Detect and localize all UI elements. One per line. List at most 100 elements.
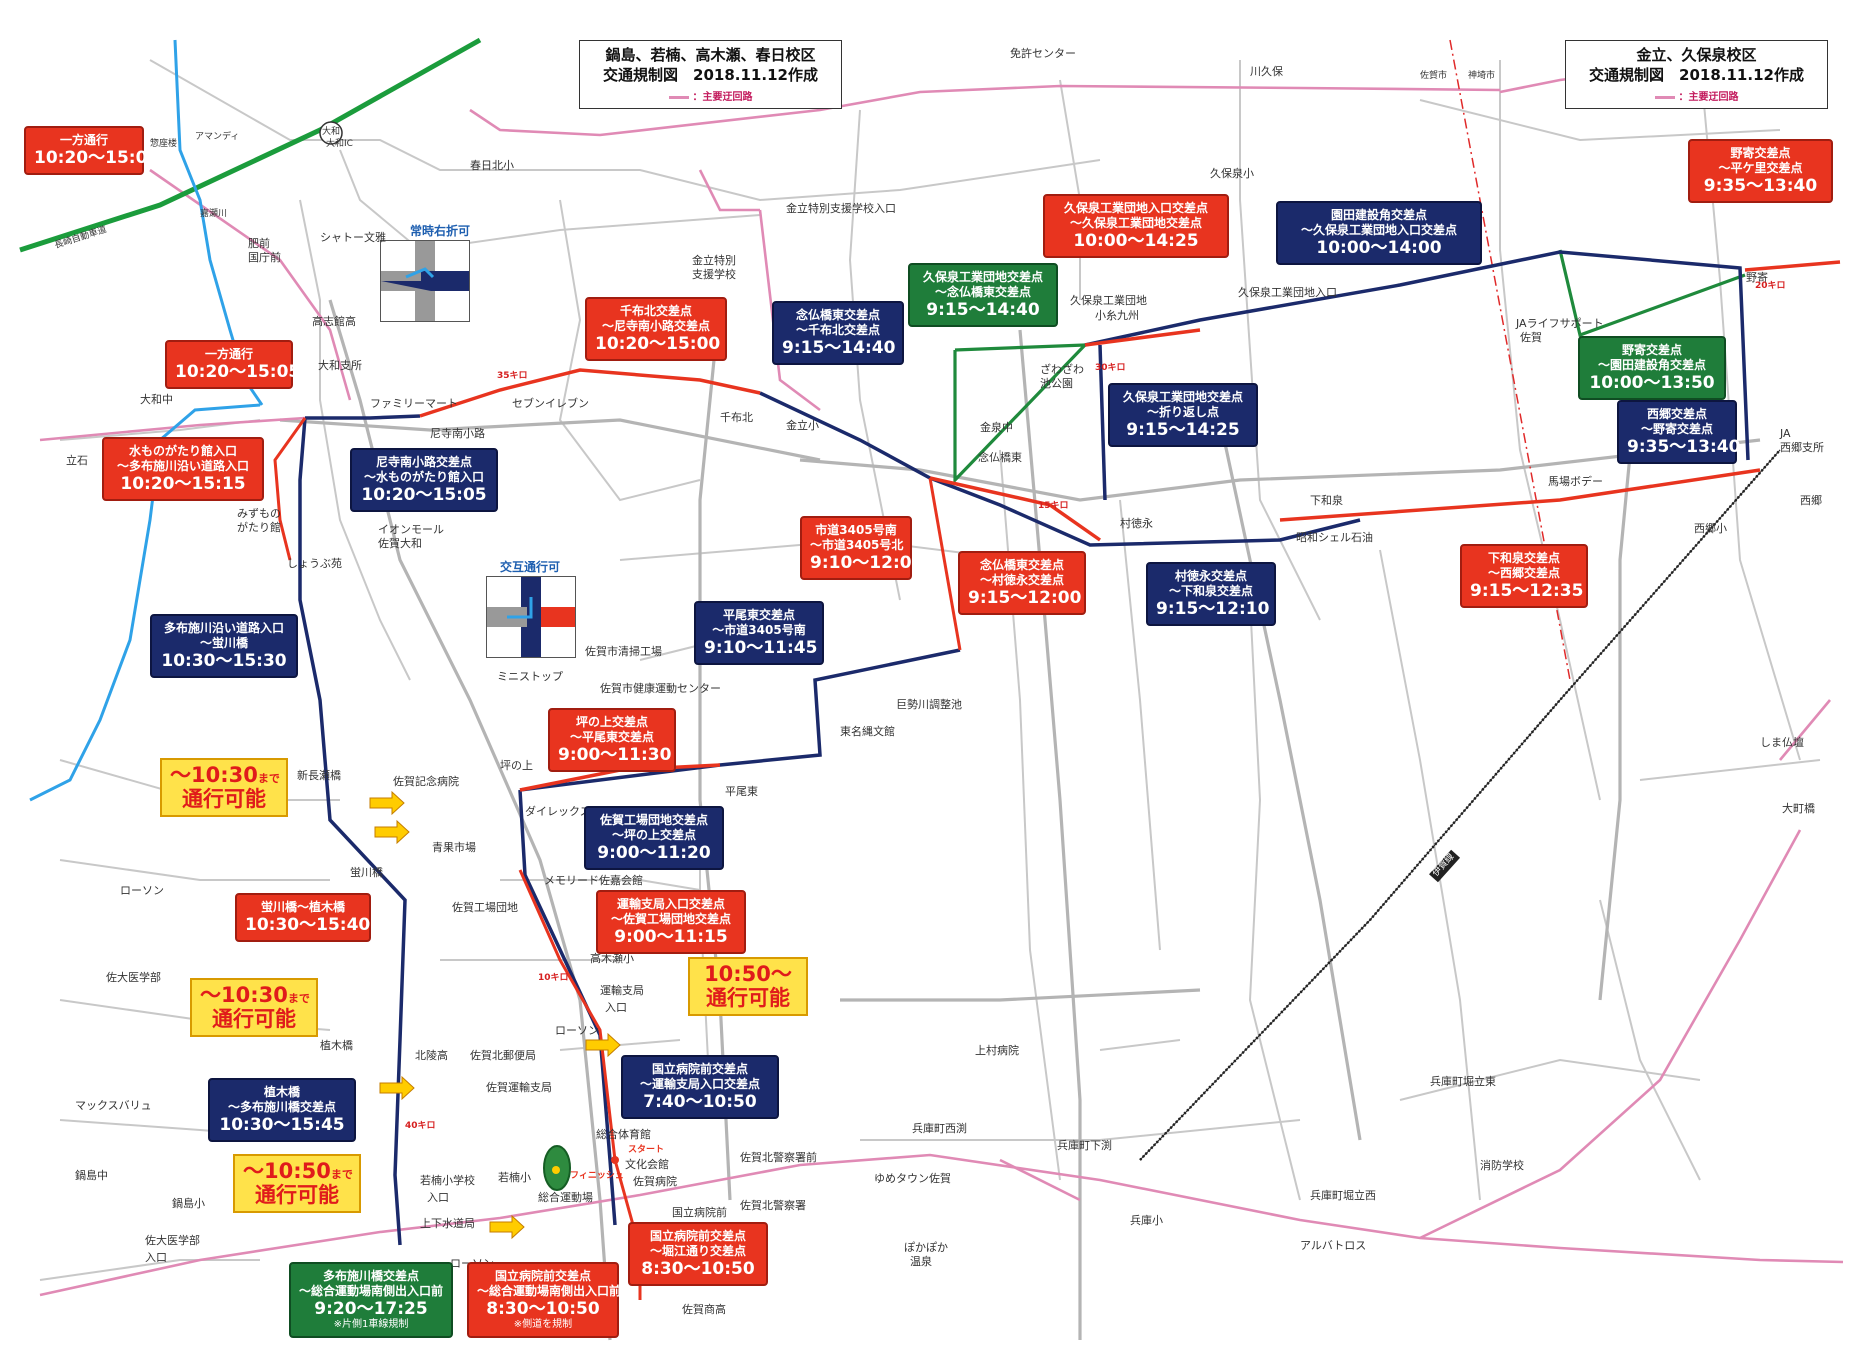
label-shaki: シャトー文雅 (320, 231, 386, 244)
closure-markers (369, 790, 621, 1240)
label-kase: 嘉瀬川 (200, 209, 228, 219)
callout-kubo-iriguchi: 久保泉工業団地入口交差点 ～久保泉工業団地交差点 10:00～14:25 (1043, 194, 1229, 259)
callout-muratokunaga-time: 9:15～12:10 (1156, 599, 1270, 619)
label-hizen: 肥前 (248, 237, 270, 250)
label-shin-nagase: 新長瀬橋 (297, 769, 341, 782)
callout-muratokunaga-line1: 村徳永交差点 (1174, 569, 1247, 583)
km-40: 40キロ (405, 1121, 436, 1131)
course-navy-amadera (305, 414, 421, 420)
callout-ippou-1: 一方通行 10:20～15:05 (24, 126, 159, 176)
label-tomei: 東名縄文館 (840, 725, 895, 738)
callout-hirao-time: 9:10～11:45 (704, 638, 818, 658)
label-ja-life: JAライフサポート (1516, 317, 1604, 330)
callout-tafuse-hotaru-line1: 多布施川沿い道路入口 (163, 621, 284, 635)
label-takagise: 高木瀬小 (590, 952, 634, 965)
callout-tafuse-sogo: 多布施川橋交差点 ～総合運動場南側出入口前 9:20～17:25 ※片側1車線規… (289, 1262, 453, 1339)
label-jousui: 上下水道局 (420, 1217, 475, 1230)
label-koshi: 高志館高 (312, 315, 356, 328)
start-point (611, 1156, 619, 1164)
label-saigo-sho: 西郷小 (1694, 522, 1727, 535)
callout-senfukita-time: 10:20～15:00 (595, 334, 721, 354)
callout-kokuritsu-sogo: 国立病院前交差点 ～総合運動場南側出入口前 8:30～10:50 ※側道を規制 (467, 1262, 621, 1339)
course-red-senfu (419, 368, 761, 418)
legend-right-title: 金立、久保泉校区 (1636, 46, 1757, 64)
open-box-1: ～10:30まで 通行可能 (160, 758, 288, 818)
callout-kubo-iriguchi-line2: ～久保泉工業団地交差点 (1069, 216, 1202, 230)
label-kasuga-kita: 春日北小 (470, 159, 514, 172)
expressway (19, 37, 482, 253)
open-box-1-text: 通行可能 (182, 787, 266, 812)
label-aeon: イオンモール (378, 523, 444, 536)
label-iriguchi: 入口 (605, 1001, 627, 1014)
callout-kokuritsu-sogo-time: 8:30～10:50 (486, 1299, 600, 1319)
label-hyogo-nishi: 兵庫町西渕 (912, 1122, 967, 1135)
callout-hotaru-uegi-time: 10:30～15:40 (245, 915, 371, 935)
callout-ippou-2-line: 一方通行 (204, 347, 253, 361)
callout-tafuse-sogo-line2: ～総合運動場南側出入口前 (299, 1284, 444, 1298)
label-kamimura: 上村病院 (975, 1044, 1019, 1057)
callout-shido3405-time: 9:10～12:00 (810, 553, 924, 573)
label-saga-seiso: 佐賀市清掃工場 (585, 645, 662, 658)
label-saga-shi: 佐賀市 (1420, 71, 1448, 81)
label-saga-ja: 佐賀 (1520, 331, 1542, 344)
callout-hotaru-uegi-line1: 蛍川橋～植木橋 (260, 900, 345, 914)
label-direx: ダイレックス (525, 805, 591, 818)
course-red-3405 (928, 477, 962, 651)
callout-sonoda: 園田建設角交差点 ～久保泉工業団地入口交差点 10:00～14:00 (1276, 201, 1482, 266)
callout-senfukita: 千布北交差点 ～尼寺南小路交差点 10:20～15:00 (585, 297, 727, 362)
callout-amadera-line1: 尼寺南小路交差点 (375, 455, 472, 469)
label-saga-byoin: 佐賀病院 (633, 1175, 677, 1188)
label-pokapoka: ぽかぽか (904, 1241, 948, 1254)
label-yamato-chu: 大和中 (140, 393, 173, 406)
label-nabeshima-sho: 鍋島小 (172, 1197, 205, 1210)
callout-ippou-1-line: 一方通行 (59, 133, 108, 147)
callout-senfukita-line2: ～尼寺南小路交差点 (601, 319, 710, 333)
label-unyu: 運輸支局 (600, 984, 644, 997)
callout-shimowaizumi-line1: 下和泉交差点 (1487, 551, 1560, 565)
callout-kubo-dan-nembutsu: 久保泉工業団地交差点 ～念仏橋東交差点 9:15～14:40 (908, 263, 1058, 328)
course-green-c (1558, 249, 1746, 338)
label-hyogo-sho: 兵庫小 (1130, 1214, 1163, 1227)
label-kubo-dan: 久保泉工業団地 (1070, 294, 1147, 307)
callout-shimowaizumi: 下和泉交差点 ～西郷交差点 9:15～12:35 (1460, 544, 1588, 609)
callout-hirao-line1: 平尾東交差点 (722, 608, 795, 622)
label-start: スタート (628, 1145, 665, 1155)
inset-mid (486, 576, 576, 658)
callout-shimowaizumi-time: 9:15～12:35 (1470, 581, 1584, 601)
callout-muratokunaga-line2: ～下和泉交差点 (1168, 584, 1253, 598)
label-senfu-kita: 千布北 (720, 411, 753, 424)
km-10: 10キロ (538, 973, 569, 983)
callout-nogose-time: 9:35～13:40 (1703, 176, 1818, 196)
inset-top-title: 常時右折可 (410, 224, 471, 238)
legend-left: 鍋島、若楠、高木瀬、春日校区 交通規制図 2018.11.12作成 ：主要迂回路 (579, 40, 842, 109)
label-yamato: 大和 (322, 127, 341, 137)
label-shobo: 消防学校 (1480, 1159, 1524, 1172)
label-iriguchi2: 入口 (427, 1191, 449, 1204)
callout-orikaeshi-time: 9:15～14:25 (1126, 420, 1240, 440)
label-hyogo-shimo: 兵庫町下渕 (1057, 1139, 1112, 1152)
callout-nembutsu-higashi-line1: 念仏橋東交差点 (795, 308, 880, 322)
open-box-2: ～10:30まで 通行可能 (190, 978, 318, 1038)
callout-saga-kojo-time: 9:00～11:20 (597, 843, 711, 863)
label-menkyo: 免許センター (1010, 47, 1076, 60)
inset-top-diagram (381, 241, 469, 321)
callout-kubo-dan-nembutsu-time: 9:15～14:40 (926, 300, 1040, 320)
label-koito: 小糸九州 (1095, 309, 1139, 322)
callout-nembutsu-higashi: 念仏橋東交差点 ～千布北交差点 9:15～14:40 (772, 301, 904, 366)
callout-orikaeshi: 久保泉工業団地交差点 ～折り返し点 9:15～14:25 (1108, 383, 1258, 448)
callout-saga-kojo: 佐賀工場団地交差点 ～坪の上交差点 9:00～11:20 (584, 806, 724, 871)
callout-nogose-sonoda-line1: 野寄交差点 (1621, 343, 1682, 357)
callout-hirao-line2: ～市道3405号南 (712, 623, 806, 637)
label-kinen: 佐賀記念病院 (393, 775, 459, 788)
open-box-3-time: ～10:50まで (243, 1159, 353, 1183)
label-sogo-undo: 総合運動場 (538, 1191, 593, 1204)
label-tateishi: 立石 (66, 454, 88, 467)
callout-saga-kojo-line2: ～坪の上交差点 (611, 828, 696, 842)
ic-marker (319, 121, 343, 145)
callout-saigo: 西郷交差点 ～野寄交差点 9:35～13:40 (1617, 400, 1740, 465)
callout-uegi-time: 10:30～15:45 (219, 1115, 345, 1135)
callout-tsubonoue-time: 9:00～11:30 (558, 745, 672, 765)
callout-unyu-line2: ～佐賀工場団地交差点 (610, 912, 731, 926)
callout-nogose-sonoda: 野寄交差点 ～園田建設角交差点 10:00～13:50 (1578, 336, 1726, 401)
label-hotaru: 蛍川橋 (350, 866, 383, 879)
